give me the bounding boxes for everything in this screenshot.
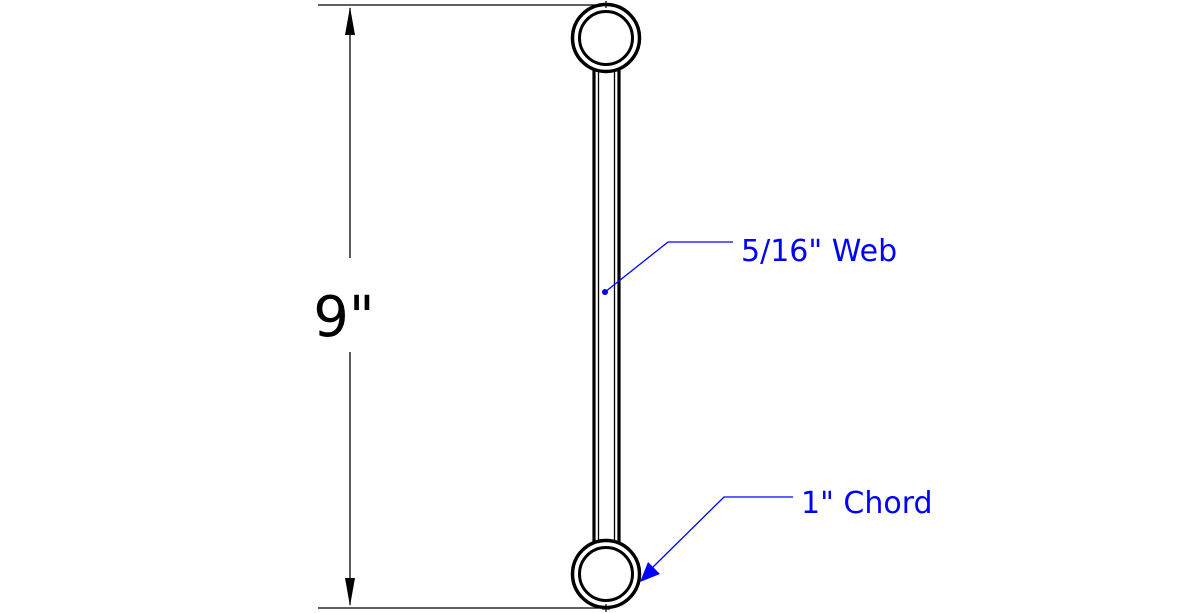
web-callout-label: 5/16" Web [741, 234, 897, 269]
web-member [592, 66, 621, 552]
top-chord [570, 1, 642, 74]
chord-callout: 1" Chord [640, 486, 933, 582]
bottom-arrowhead-icon [345, 578, 355, 606]
bottom-chord [570, 538, 642, 612]
top-chord-inner [578, 10, 634, 66]
chord-leader-line [651, 496, 793, 569]
height-dimension [318, 4, 606, 609]
web-leader-line [604, 241, 733, 293]
height-dimension-label: 9" [313, 285, 374, 350]
top-arrowhead-icon [345, 7, 355, 35]
chord-callout-label: 1" Chord [801, 486, 933, 521]
chord-leader-arrow-icon [640, 562, 660, 582]
web-leader-dot-icon [602, 289, 608, 295]
web-callout: 5/16" Web [602, 234, 897, 295]
bottom-chord-inner [578, 546, 634, 602]
